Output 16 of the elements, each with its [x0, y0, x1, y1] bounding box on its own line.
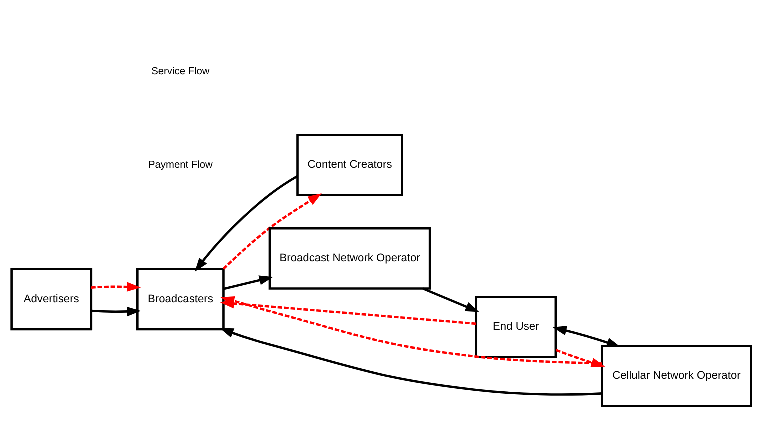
arrow — [91, 306, 142, 317]
node-box: Broadcasters — [136, 268, 225, 331]
arrow — [194, 175, 298, 272]
node-box: Content Creators — [296, 134, 404, 196]
arrow — [222, 193, 322, 270]
arrow — [91, 282, 142, 292]
arrow — [220, 328, 602, 396]
node-box: Advertisers — [10, 268, 93, 331]
arrow — [422, 288, 480, 312]
arrow — [552, 326, 621, 348]
node-box: Cellular Network Operator — [601, 345, 752, 408]
node-box: End User — [475, 296, 558, 358]
node-box: Broadcast Network Operator — [268, 227, 432, 290]
legend-label: Service Flow — [152, 66, 210, 78]
legend-label: Payment Flow — [148, 160, 213, 171]
arrow — [224, 276, 274, 290]
